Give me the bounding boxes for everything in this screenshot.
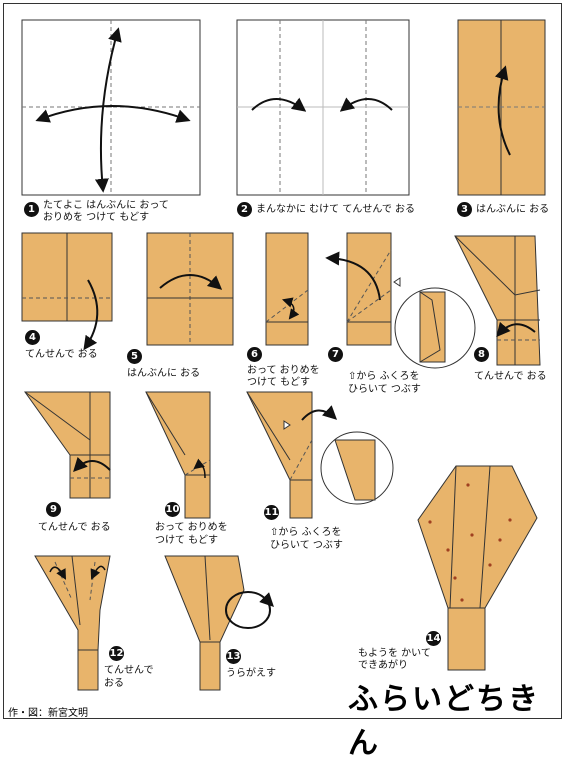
step-9-diagram xyxy=(24,391,111,499)
step-number-3: 3 xyxy=(457,202,472,217)
step-number-1: 1 xyxy=(24,202,39,217)
step-number-12: 12 xyxy=(109,646,124,661)
step-11-caption-line-1: ⇧から ふくろを xyxy=(270,527,342,538)
step-6-diagram xyxy=(265,232,309,346)
step-13-caption: うらがえす xyxy=(226,668,276,679)
step-4-caption: てんせんで おる xyxy=(25,349,98,360)
step-2-caption: まんなかに むけて てんせんで おる xyxy=(256,204,416,215)
step-12-diagram xyxy=(34,555,111,691)
step-7-diagram xyxy=(325,232,476,369)
step-5-diagram xyxy=(146,232,234,346)
step-number-7: 7 xyxy=(328,347,343,362)
step-11-caption-line-2: ひらいて つぶす xyxy=(270,540,343,551)
step-7-caption-line-2: ひらいて つぶす xyxy=(348,384,421,395)
step-2-diagram xyxy=(236,19,410,196)
step-12-caption-line-2: おる xyxy=(104,678,124,689)
step-10-diagram xyxy=(145,391,211,519)
step-8-caption: てんせんで おる xyxy=(474,371,547,382)
step-number-11: 11 xyxy=(264,505,279,520)
step-1-diagram xyxy=(21,19,201,196)
step-1-caption-line-1: たてよこ はんぶんに おって xyxy=(43,200,169,211)
step-number-2: 2 xyxy=(237,202,252,217)
credit-line: 作・図：新宮文明 xyxy=(8,708,88,719)
step-number-10: 10 xyxy=(165,502,180,517)
step-6-caption-line-2: つけて もどす xyxy=(247,377,310,388)
step-number-4: 4 xyxy=(25,330,40,345)
step-7-caption-line-1: ⇧から ふくろを xyxy=(348,371,420,382)
step-8-diagram xyxy=(454,235,541,366)
step-4-diagram xyxy=(21,232,113,351)
step-10-caption-line-1: おって おりめを xyxy=(155,522,228,533)
step-3-diagram xyxy=(457,19,546,196)
step-5-caption: はんぶんに おる xyxy=(127,368,201,379)
step-number-13: 13 xyxy=(226,649,241,664)
step-number-8: 8 xyxy=(474,347,489,362)
page-title: ふらいどちきん xyxy=(348,682,540,761)
page-frame xyxy=(3,3,562,719)
step-number-9: 9 xyxy=(46,502,61,517)
step-3-caption: はんぶんに おる xyxy=(476,204,550,215)
folding-diagram xyxy=(21,19,546,691)
step-number-6: 6 xyxy=(247,347,262,362)
step-14-caption-line-2: できあがり xyxy=(358,660,408,671)
step-13-diagram xyxy=(164,555,274,691)
step-10-caption-line-2: つけて もどす xyxy=(155,535,218,546)
step-11-diagram xyxy=(246,391,394,519)
step-6-caption-line-1: おって おりめを xyxy=(247,365,320,376)
step-number-14: 14 xyxy=(426,631,441,646)
step-14-caption-line-1: もようを かいて xyxy=(358,648,431,659)
step-number-5: 5 xyxy=(127,349,142,364)
step-1-caption-line-2: おりめを つけて もどす xyxy=(43,212,150,223)
step-12-caption-line-1: てんせんで xyxy=(104,665,154,676)
step-14-diagram xyxy=(417,465,538,671)
step-9-caption: てんせんで おる xyxy=(38,522,111,533)
